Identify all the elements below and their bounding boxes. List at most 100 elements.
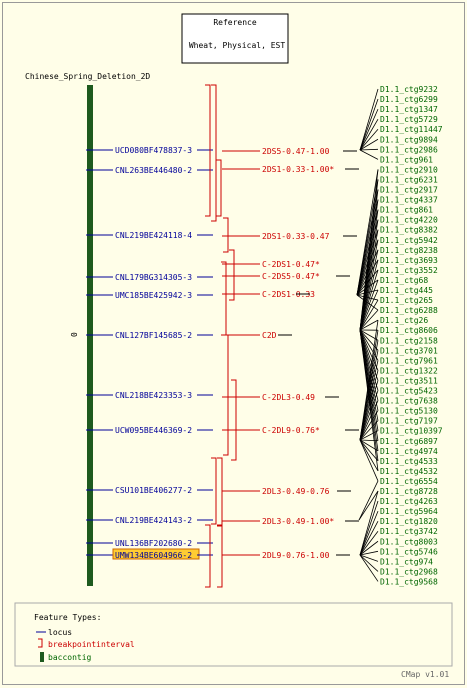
contig-label[interactable]: D1.1_ctg7638	[380, 397, 438, 406]
contig-label[interactable]: D1.1_ctg974	[380, 557, 433, 566]
breakpoint-bracket[interactable]	[205, 84, 211, 217]
contig-label[interactable]: D1.1_ctg861	[380, 206, 433, 215]
breakpoint-bracket[interactable]	[229, 249, 235, 301]
map-title[interactable]: Chinese_Spring_Deletion_2D	[25, 72, 150, 81]
breakpoint-label: C-2DS5-0.47*	[262, 272, 320, 281]
contig-label[interactable]: D1.1_ctg4974	[380, 447, 438, 456]
breakpoint-bracket[interactable]	[205, 524, 211, 588]
contig-label[interactable]: D1.1_ctg8606	[380, 326, 438, 335]
contig-label[interactable]: D1.1_ctg1820	[380, 517, 438, 526]
contig-label[interactable]: D1.1_ctg6299	[380, 95, 438, 104]
contig-label[interactable]: D1.1_ctg5729	[380, 115, 438, 124]
breakpoint-bracket[interactable]	[217, 457, 223, 526]
breakpoint-feature[interactable]: C-2DL9-0.76*	[222, 426, 320, 435]
breakpoint-feature[interactable]: 2DL3-0.49-0.76	[222, 487, 330, 496]
contig-label[interactable]: D1.1_ctg8728	[380, 487, 438, 496]
contig-label[interactable]: D1.1_ctg7197	[380, 417, 438, 426]
contig-label[interactable]: D1.1_ctg2968	[380, 567, 438, 576]
locus-feature[interactable]: CNL263BE446480-2	[86, 166, 213, 175]
reference-box[interactable]: Reference Wheat, Physical, EST	[181, 13, 289, 64]
contig-label[interactable]: D1.1_ctg8003	[380, 537, 438, 546]
contig-label[interactable]: D1.1_ctg8382	[380, 226, 438, 235]
contig-label[interactable]: D1.1_ctg8238	[380, 246, 438, 255]
locus-label: CNL263BE446480-2	[115, 166, 192, 175]
breakpoint-feature[interactable]: 2DS1-0.33-1.00*	[222, 165, 334, 174]
contig-link-line	[359, 439, 379, 442]
breakpoint-bracket[interactable]	[211, 457, 217, 525]
contig-label[interactable]: D1.1_ctg4533	[380, 457, 438, 466]
contig-label[interactable]: D1.1_ctg2917	[380, 186, 438, 195]
locus-feature[interactable]: UCW095BE446369-2	[86, 426, 213, 435]
locus-feature[interactable]: CNL219BE424143-2	[86, 516, 213, 525]
contig-label[interactable]: D1.1_ctg4337	[380, 196, 438, 205]
breakpoint-bracket[interactable]	[211, 84, 217, 222]
contig-label[interactable]: D1.1_ctg3693	[380, 256, 438, 265]
contig-label[interactable]: D1.1_ctg11447	[380, 125, 443, 134]
contig-label[interactable]: D1.1_ctg961	[380, 155, 433, 164]
contig-label[interactable]: D1.1_ctg9232	[380, 85, 438, 94]
breakpoint-feature[interactable]: 2DL3-0.49-1.00*	[222, 517, 334, 526]
contig-label[interactable]: D1.1_ctg265	[380, 296, 433, 305]
contig-label[interactable]: D1.1_ctg2910	[380, 165, 438, 174]
breakpoint-feature[interactable]: C-2DS5-0.47*	[222, 272, 320, 281]
contig-label[interactable]: D1.1_ctg9568	[380, 577, 438, 586]
contig-label[interactable]: D1.1_ctg5746	[380, 547, 438, 556]
breakpoint-bracket[interactable]	[216, 159, 222, 217]
breakpoint-feature[interactable]: 2DL9-0.76-1.00	[222, 551, 330, 560]
breakpoint-feature[interactable]: 2DS5-0.47-1.00	[222, 147, 330, 156]
contig-label[interactable]: D1.1_ctg1322	[380, 366, 438, 375]
locus-feature[interactable]: CNL127BF145685-2	[86, 331, 213, 340]
breakpoint-feature[interactable]: C-2DL3-0.49	[222, 393, 315, 402]
contig-label[interactable]: D1.1_ctg3511	[380, 376, 438, 385]
locus-feature[interactable]: UMC185BE425942-3	[86, 291, 213, 300]
locus-feature[interactable]: CSU101BE406277-2	[86, 486, 213, 495]
contig-label[interactable]: D1.1_ctg6231	[380, 175, 438, 184]
breakpoint-label: 2DL9-0.76-1.00	[262, 551, 330, 560]
contig-label[interactable]: D1.1_ctg4263	[380, 497, 438, 506]
locus-feature[interactable]: UCD080BF478837-3	[86, 146, 213, 155]
contig-label[interactable]: D1.1_ctg5423	[380, 387, 438, 396]
contig-link-line	[359, 550, 379, 556]
breakpoint-label: 2DS1-0.33-0.47	[262, 232, 330, 241]
contig-label[interactable]: D1.1_ctg10397	[380, 427, 443, 436]
contig-label[interactable]: D1.1_ctg9894	[380, 135, 438, 144]
locus-label: CNL218BE423353-3	[115, 391, 192, 400]
contig-label[interactable]: D1.1_ctg1347	[380, 105, 438, 114]
breakpoint-label: C-2DS1-0.47*	[262, 260, 320, 269]
locus-feature[interactable]: UMW134BE604966-2	[86, 548, 213, 560]
breakpoint-bracket[interactable]	[221, 261, 227, 336]
locus-feature[interactable]: UNL136BF202680-2	[86, 539, 213, 548]
contig-label[interactable]: D1.1_ctg26	[380, 316, 428, 325]
contig-label[interactable]: D1.1_ctg6288	[380, 306, 438, 315]
contig-label[interactable]: D1.1_ctg2158	[380, 336, 438, 345]
breakpoint-bracket[interactable]	[217, 525, 223, 588]
contig-link-line	[359, 289, 379, 331]
locus-feature[interactable]: CNL218BE423353-3	[86, 391, 213, 400]
contig-label[interactable]: D1.1_ctg5964	[380, 507, 438, 516]
breakpoint-bracket[interactable]	[223, 217, 229, 253]
contig-label[interactable]: D1.1_ctg7961	[380, 356, 438, 365]
locus-feature[interactable]: CNL179BG314305-3	[86, 273, 213, 282]
breakpoint-bracket[interactable]	[231, 379, 237, 461]
contig-label[interactable]: D1.1_ctg68	[380, 276, 428, 285]
contig-link-line	[359, 309, 379, 331]
breakpoint-feature[interactable]: C2D	[222, 331, 277, 340]
locus-feature[interactable]: CNL219BE424118-4	[86, 231, 213, 240]
contig-label[interactable]: D1.1_ctg3701	[380, 346, 438, 355]
contig-label[interactable]: D1.1_ctg445	[380, 286, 433, 295]
breakpoint-feature[interactable]: 2DS1-0.33-0.47	[222, 232, 330, 241]
contig-label[interactable]: D1.1_ctg6554	[380, 477, 438, 486]
contig-label[interactable]: D1.1_ctg2986	[380, 145, 438, 154]
breakpoint-bracket[interactable]	[223, 334, 229, 456]
contig-label[interactable]: D1.1_ctg3552	[380, 266, 438, 275]
contig-label[interactable]: D1.1_ctg4532	[380, 467, 438, 476]
breakpoint-feature[interactable]: C-2DS1-0.47*	[222, 260, 320, 269]
contig-label[interactable]: D1.1_ctg4220	[380, 216, 438, 225]
contig-link-line	[359, 138, 379, 151]
contig-label[interactable]: D1.1_ctg5130	[380, 407, 438, 416]
contig-label[interactable]: D1.1_ctg6897	[380, 437, 438, 446]
contig-label[interactable]: D1.1_ctg3742	[380, 527, 438, 536]
breakpoint-feature[interactable]: C-2DS1-0.33	[222, 290, 315, 299]
contig-label[interactable]: D1.1_ctg5942	[380, 236, 438, 245]
